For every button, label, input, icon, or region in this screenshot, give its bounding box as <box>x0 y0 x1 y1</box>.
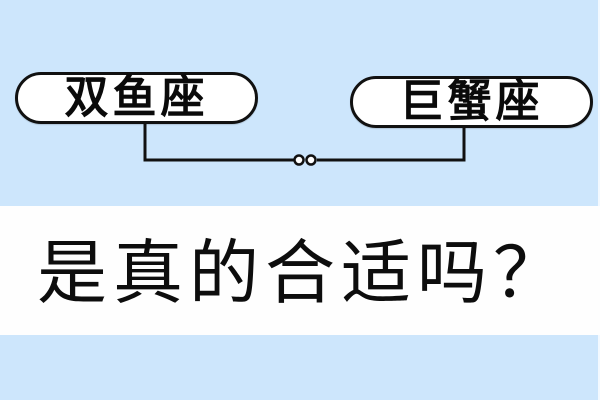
left-connector-line <box>143 124 295 162</box>
cancer-label-pill: 巨蟹座 <box>350 76 593 128</box>
double-ring-link-icon <box>293 154 317 166</box>
headline-text: 是真的合适吗？ <box>37 231 569 314</box>
cancer-label: 巨蟹座 <box>399 75 544 128</box>
right-connector-line <box>317 128 466 162</box>
pisces-label-pill: 双鱼座 <box>15 72 258 124</box>
pisces-label: 双鱼座 <box>64 71 209 124</box>
edge-strip <box>598 0 600 400</box>
headline-band: 是真的合适吗？ <box>0 206 600 335</box>
